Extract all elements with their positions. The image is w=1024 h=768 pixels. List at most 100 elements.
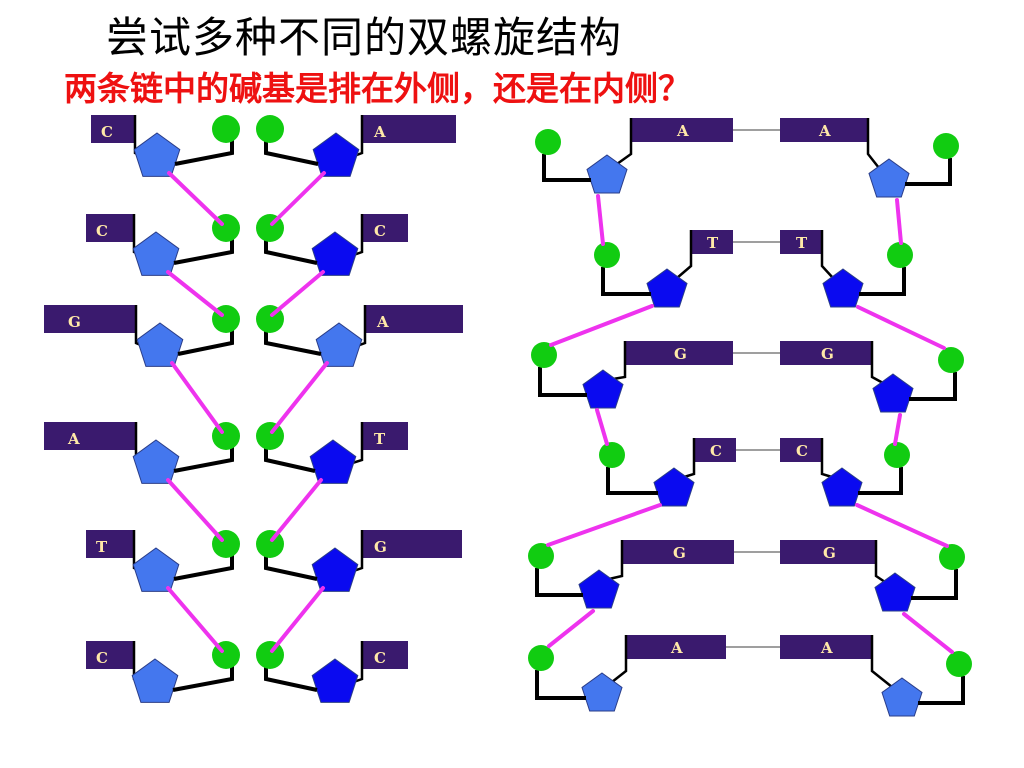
left-nucleotide: G [44,305,240,367]
backbone-link [270,270,325,317]
base-letter: G [673,544,686,562]
sugar-phosphate-stick [606,467,658,495]
base-sugar-bond [820,438,833,479]
base-box [780,540,876,564]
sugar-phosphate-stick [538,367,587,397]
backbone-link [270,478,323,542]
sugar-pentagon [646,268,688,308]
base-letter: T [96,538,108,556]
right-inner-base: C [780,438,822,462]
left-inner-base: C [694,438,736,462]
sugar-phosphate-stick [858,467,903,495]
base-sugar-bond [874,540,886,584]
sugar-pentagon [133,132,181,177]
base-sugar-bond [608,540,624,581]
phosphate-circle [256,422,284,450]
sugar-pentagon [132,439,180,484]
base-box [86,530,134,558]
sugar-pentagon [578,569,620,609]
base-box [362,214,408,242]
phosphate-circle [535,129,561,155]
base-box [622,540,734,564]
left-inner-base: G [622,540,734,564]
base-sugar-bond [683,438,696,479]
base-sugar-bond [616,118,633,166]
base-sugar-bond [870,341,884,385]
sugar-pentagon [311,231,359,276]
backbone-link [902,612,954,654]
base-letter: C [710,442,722,460]
base-letter: C [374,649,386,667]
base-box [780,230,822,254]
sugar-phosphate-stick [905,158,952,186]
phosphate-circle [933,133,959,159]
phosphate-circle [939,544,965,570]
base-letter: G [674,345,687,363]
sugar-phosphate-stick [542,154,591,182]
base-letter: A [376,313,389,331]
base-letter: A [818,122,831,140]
sugar-phosphate-stick [918,676,965,705]
sugar-phosphate-stick [601,267,651,296]
sugar-pentagon [822,268,864,308]
sugar-pentagon [132,231,180,276]
base-box [694,438,736,462]
sugar-pentagon [315,322,363,367]
base-box [780,118,868,142]
base-letter: T [374,430,386,448]
phosphate-circle [884,442,910,468]
base-box [91,115,135,143]
left-nucleotide: C [91,115,240,177]
backbone-link [547,609,595,648]
base-box [780,341,872,365]
sugar-pentagon [311,547,359,592]
phosphate-circle [938,347,964,373]
base-box [86,214,134,242]
sugar-pentagon [653,467,695,507]
phosphate-circle [528,645,554,671]
phosphate-circle [946,651,972,677]
sugar-pentagon [131,658,179,703]
base-letter: C [796,442,808,460]
backbone-link [167,171,224,226]
left-nucleotide: C [86,214,240,276]
left-strand-base: C [86,214,134,242]
backbone-link [166,478,224,542]
slide-question: 两条链中的碱基是排在外侧，还是在内侧？ [64,69,691,108]
base-letter: A [373,123,386,141]
sugar-phosphate-stick [535,568,583,597]
base-letter: A [670,639,683,657]
phosphate-circle [256,641,284,669]
base-letter: C [374,222,386,240]
right-strand-base: T [362,422,408,450]
right-nucleotide: G [256,530,462,592]
right-strand-base: A [365,305,463,333]
sugar-pentagon [872,373,914,413]
phosphate-circle [528,543,554,569]
left-inner-base: A [631,118,733,142]
base-sugar-bond [611,635,628,683]
base-box [365,305,463,333]
sugar-pentagon [586,154,628,194]
phosphate-circle [256,530,284,558]
base-letter: A [67,430,80,448]
slide-title: 尝试多种不同的双螺旋结构 [106,13,623,62]
right-inner-base: G [780,540,876,564]
left-nucleotide: A [44,422,240,484]
left-strand-base: G [44,305,136,333]
left-nucleotide: C [86,641,240,703]
base-sugar-bond [820,230,834,279]
base-box [362,115,456,143]
base-letter: A [676,122,689,140]
right-nucleotide: A [256,305,463,367]
right-nucleotide: C [256,641,408,703]
backbone-link [270,361,329,434]
base-sugar-bond [612,341,627,381]
sugar-pentagon [132,547,180,592]
left-inner-base: A [626,635,726,659]
right-strand-base: A [362,115,456,143]
right-inner-base: T [780,230,822,254]
